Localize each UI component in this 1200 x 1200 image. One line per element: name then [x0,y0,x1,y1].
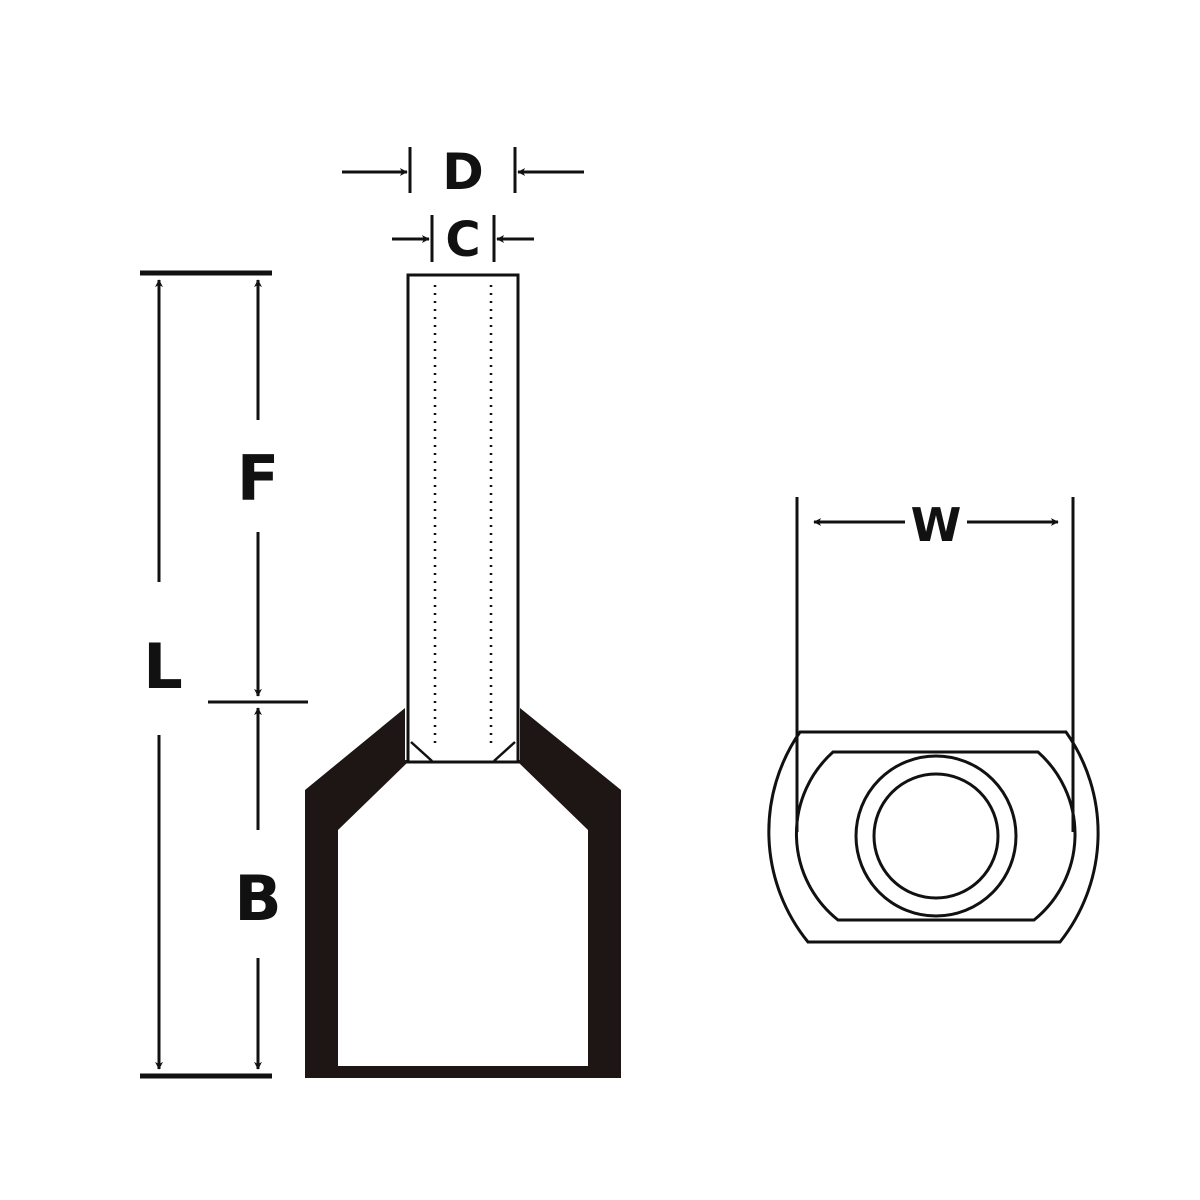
label-c: C [445,212,481,268]
label-l: L [135,636,191,698]
dimension-c [392,215,534,262]
insulating-collar [305,708,621,1078]
label-d: D [438,147,488,197]
label-w: W [905,502,967,548]
metal-tube [406,273,520,764]
end-view [767,497,1100,944]
label-b: B [228,868,288,930]
label-f: F [230,448,286,510]
dimension-d [342,147,584,193]
extension-lines [140,270,308,1079]
